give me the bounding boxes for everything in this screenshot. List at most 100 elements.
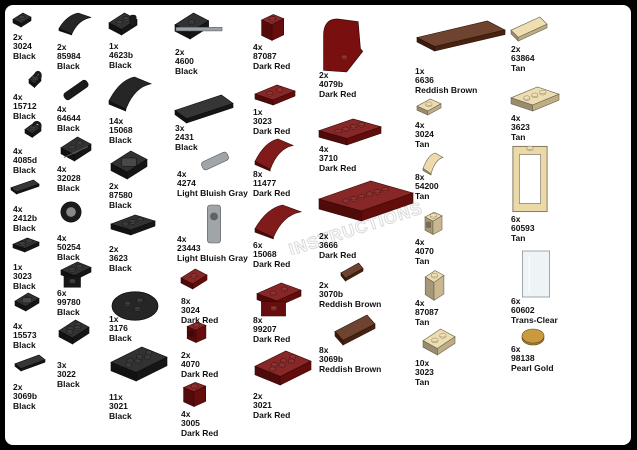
brick-tile-1x6-icon [416, 20, 506, 52]
part-number: 3023 [253, 116, 272, 127]
part-number: 3005 [181, 418, 200, 429]
brick-pin-icon [201, 151, 229, 171]
brick-plate-2x2-icon [58, 319, 90, 345]
part-quantity: 4x [13, 92, 23, 102]
part-quantity: 4x [181, 409, 191, 419]
part-quantity: 1x [13, 262, 23, 272]
part-number: 4274 [177, 178, 196, 189]
part-quantity: 4x [511, 113, 521, 123]
part-number: 99207 [253, 324, 277, 335]
part-number: 60593 [511, 223, 535, 234]
brick-tile-1x1-icon [340, 262, 364, 282]
part-quantity: 4x [57, 233, 67, 243]
part-number: 64644 [57, 113, 81, 124]
part-quantity: 1x [109, 41, 119, 51]
part-quantity: 2x [109, 244, 119, 254]
brick-curved-slope-small-icon [254, 138, 294, 172]
brick-bar-holder-icon [207, 204, 221, 244]
part-color: Black [57, 60, 80, 71]
part-quantity: 2x [175, 47, 185, 57]
part-color: Reddish Brown [319, 298, 382, 309]
part-quantity: 4x [13, 146, 23, 156]
part-color: Black [57, 182, 80, 193]
part-number: 3710 [319, 153, 338, 164]
part-number: 63864 [511, 53, 535, 64]
part-quantity: 4x [13, 321, 23, 331]
part-color: Light Bluish Gray [177, 187, 248, 198]
part-number: 3069b [13, 391, 38, 402]
part-quantity: 2x [253, 391, 263, 401]
part-number: 3666 [319, 240, 338, 251]
brick-brick-1x1-icon [424, 270, 445, 301]
part-number: 85984 [57, 51, 81, 62]
part-number: 3623 [511, 122, 530, 133]
part-quantity: 6x [57, 288, 67, 298]
brick-tile-1x3-icon [510, 16, 548, 42]
brick-plate-handle-icon [108, 12, 138, 36]
part-color: Black [57, 306, 80, 317]
part-number: 2431 [175, 132, 194, 143]
part-quantity: 10x [415, 358, 430, 368]
part-number: 3176 [109, 323, 128, 334]
part-quantity: 4x [319, 144, 329, 154]
part-number: 11477 [253, 178, 277, 189]
part-color: Black [175, 141, 198, 152]
part-quantity: 3x [57, 360, 67, 370]
part-color: Dark Red [181, 368, 219, 379]
part-number: 4070 [181, 359, 200, 370]
brick-plate-1x2-icon [12, 237, 40, 253]
brick-glass-icon [522, 250, 551, 298]
brick-curved-slope-icon [108, 76, 153, 112]
part-color: Dark Red [319, 249, 357, 260]
part-number: 54200 [415, 181, 439, 192]
brick-slope-1x2-icon [58, 12, 92, 36]
part-color: Tan [415, 255, 430, 266]
part-quantity: 4x [177, 169, 187, 179]
brick-bracket-icon [60, 261, 92, 288]
brick-clip-plate-icon [24, 120, 42, 138]
brick-headlight-icon [424, 211, 443, 236]
part-color: Tan [415, 138, 430, 149]
brick-bracket-2x2-icon [256, 282, 302, 317]
brick-telescope-icon [63, 79, 89, 101]
part-quantity: 2x [319, 231, 329, 241]
part-quantity: 2x [57, 42, 67, 52]
brick-round-plate-icon [111, 291, 159, 321]
part-number: 3023 [13, 271, 32, 282]
part-number: 4085d [13, 155, 38, 166]
part-number: 3024 [181, 305, 200, 316]
part-quantity: 8x [253, 169, 263, 179]
brick-tile-1x4-icon [174, 94, 234, 124]
part-number: 4070 [415, 246, 434, 257]
part-quantity: 4x [415, 237, 425, 247]
part-color: Black [13, 339, 36, 350]
part-color: Black [109, 134, 132, 145]
part-color: Tan [415, 376, 430, 387]
part-number: 87087 [415, 307, 439, 318]
part-number: 3069b [319, 354, 344, 365]
part-color: Black [109, 199, 132, 210]
part-number: 99780 [57, 297, 81, 308]
brick-plate-2x3-icon [254, 350, 312, 386]
part-number: 3021 [253, 400, 272, 411]
part-color: Black [13, 400, 36, 411]
brick-window-frame-icon [512, 145, 548, 213]
part-color: Pearl Gold [511, 362, 554, 373]
part-quantity: 3x [175, 123, 185, 133]
part-color: Dark Red [253, 409, 291, 420]
